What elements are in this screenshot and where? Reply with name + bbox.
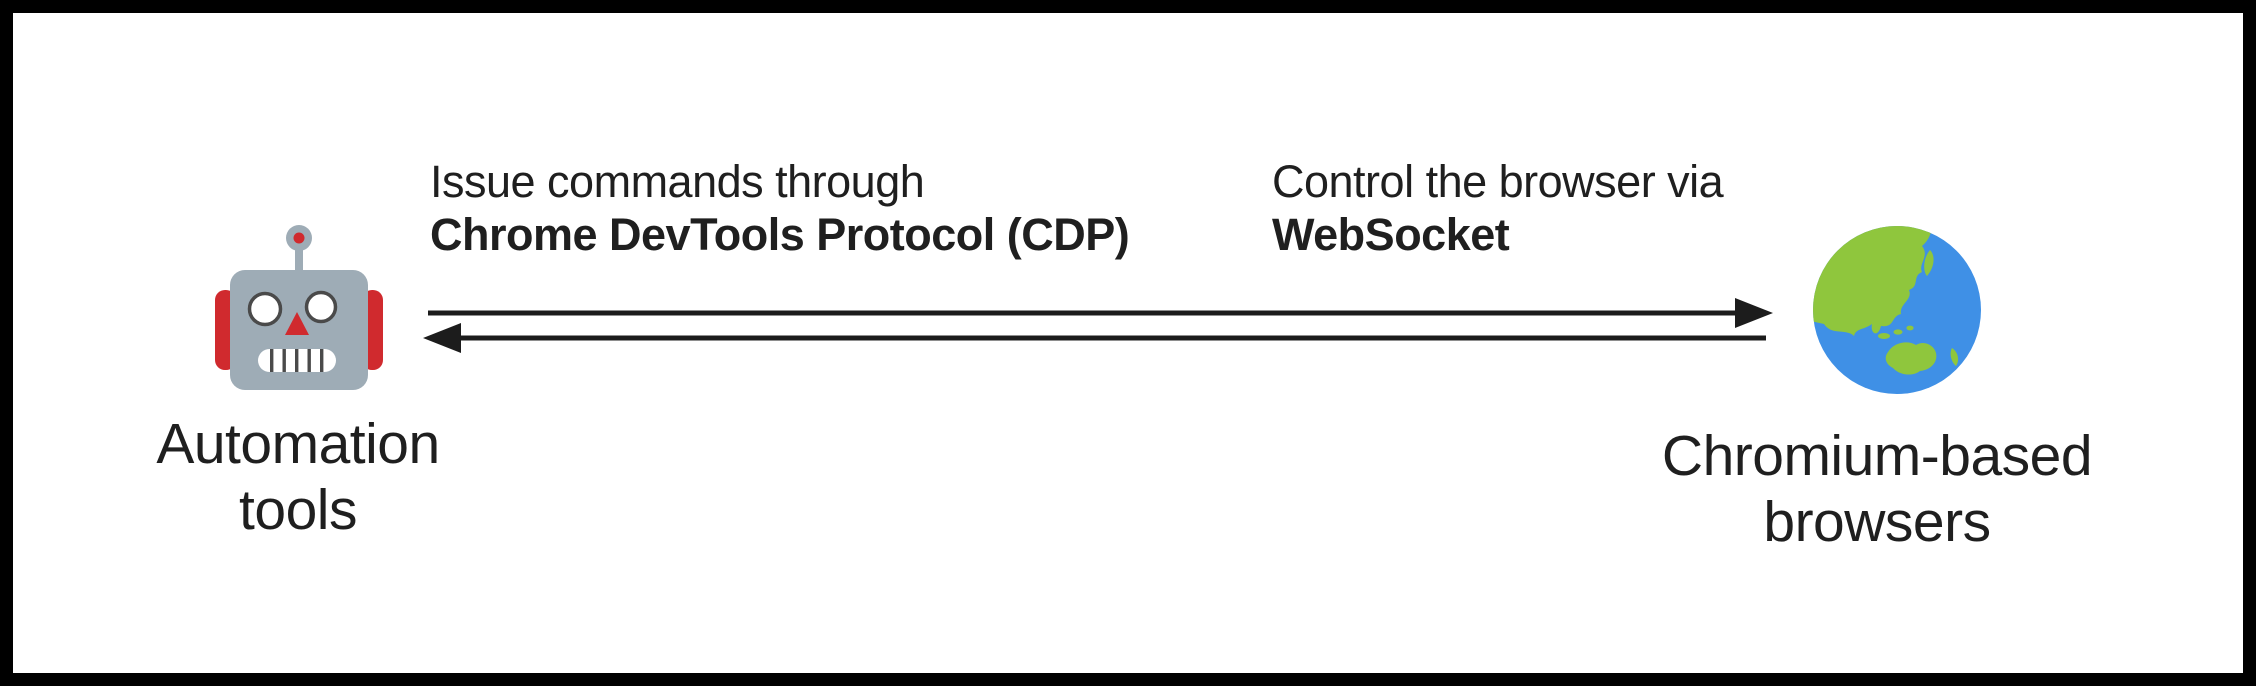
left-node-label: Automation tools (98, 411, 498, 543)
globe-icon (1813, 226, 1981, 394)
return-annotation-line2: WebSocket (1272, 209, 1510, 260)
arrows-layer (423, 298, 1773, 353)
robot-right-eye (304, 290, 338, 324)
left-node-label-line2: tools (239, 478, 357, 542)
return-annotation: Control the browser via WebSocket (1272, 155, 1724, 261)
robot-teeth (270, 349, 324, 372)
forward-annotation-line2: Chrome DevTools Protocol (CDP) (430, 209, 1130, 260)
robot-nose (285, 312, 309, 335)
right-node-label-line2: browsers (1763, 490, 1991, 554)
right-node-label-line1: Chromium-based (1661, 424, 2093, 488)
robot-antenna-stem (295, 249, 303, 277)
arrowhead-return-left (423, 323, 461, 353)
robot-antenna-dot (293, 232, 305, 244)
return-annotation-line1: Control the browser via (1272, 156, 1724, 207)
robot-left-eye (247, 291, 283, 327)
forward-annotation-line1: Issue commands through (430, 156, 925, 207)
right-node-label: Chromium-based browsers (1652, 423, 2102, 555)
forward-annotation: Issue commands through Chrome DevTools P… (430, 155, 1130, 261)
robot-icon (215, 225, 383, 390)
left-node-label-line1: Automation (156, 412, 440, 476)
arrowhead-forward-right (1735, 298, 1773, 328)
